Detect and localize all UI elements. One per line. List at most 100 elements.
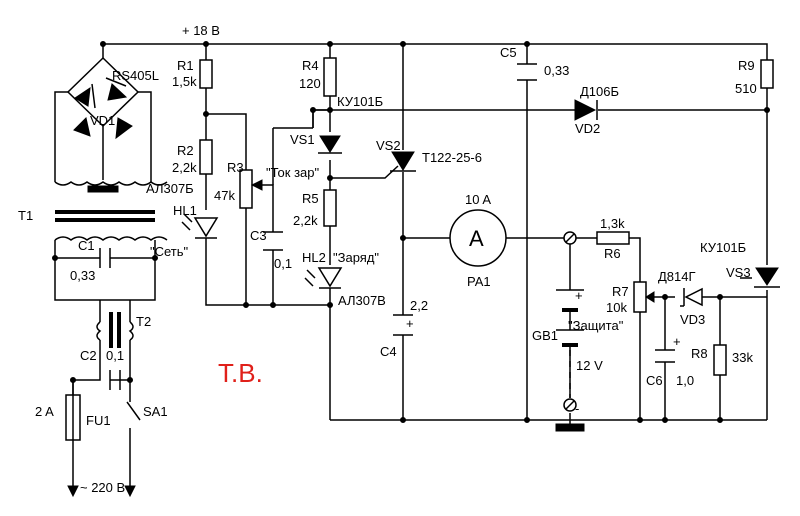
labels: + 18 В RS405L VD1 T1 C1 0,33 T2 C2 0,1 2… bbox=[18, 23, 757, 495]
capacitor-c3 bbox=[263, 231, 283, 251]
author-signature: Т.В. bbox=[218, 358, 263, 388]
r7-caption: "Защита" bbox=[568, 318, 624, 333]
junctions bbox=[52, 41, 770, 423]
r3-caption: "Ток зар" bbox=[266, 165, 319, 180]
hl2-ref: HL2 bbox=[302, 250, 326, 265]
mains-arrow-left bbox=[67, 485, 79, 498]
capacitor-c6 bbox=[655, 349, 675, 363]
switch-ref: SA1 bbox=[143, 404, 168, 419]
c3-ref: C3 bbox=[250, 228, 267, 243]
r9-ref: R9 bbox=[738, 58, 755, 73]
r5-value: 2,2k bbox=[293, 213, 318, 228]
resistor-r5 bbox=[323, 189, 337, 227]
capacitor-c5 bbox=[517, 63, 537, 81]
hl1-ref: HL1 bbox=[173, 203, 197, 218]
gb1-voltage: 12 V bbox=[576, 358, 603, 373]
pa1-ref: PA1 bbox=[467, 274, 491, 289]
c1-value: 0,33 bbox=[70, 268, 95, 283]
transformer-t2 bbox=[96, 312, 134, 348]
ground-bar bbox=[555, 423, 585, 432]
c3-value: 0,1 bbox=[274, 256, 292, 271]
c4-value: 2,2 bbox=[410, 298, 428, 313]
r5-ref: R5 bbox=[302, 191, 319, 206]
resistor-r8 bbox=[713, 344, 727, 376]
gb1-plus: + bbox=[575, 288, 583, 303]
resistor-r2 bbox=[199, 139, 213, 175]
r7-value: 10k bbox=[606, 300, 627, 315]
vs3-part: КУ101Б bbox=[700, 240, 746, 255]
r4-value: 120 bbox=[299, 76, 321, 91]
wires bbox=[54, 43, 768, 488]
resistor-r6 bbox=[596, 231, 630, 245]
r6-value: 1,3k bbox=[600, 216, 625, 231]
capacitor-c4 bbox=[393, 314, 413, 336]
bridge-vd1 bbox=[73, 77, 133, 140]
terminal-minus bbox=[563, 398, 577, 412]
r6-ref: R6 bbox=[604, 246, 621, 261]
vd3-ref: VD3 bbox=[680, 312, 705, 327]
mains-label: ~ 220 В bbox=[80, 480, 125, 495]
fuse-rating: 2 A bbox=[35, 404, 54, 419]
hl1-part: АЛ307Б bbox=[146, 181, 194, 196]
r4-ref: R4 bbox=[302, 58, 319, 73]
thyristor-vs3 bbox=[754, 267, 780, 288]
t2-label: T2 bbox=[136, 314, 151, 329]
r1-ref: R1 bbox=[177, 58, 194, 73]
resistor-r4 bbox=[323, 57, 337, 97]
capacitor-c2 bbox=[109, 370, 121, 390]
pa1-range: 10 A bbox=[465, 192, 491, 207]
thyristor-vs2 bbox=[390, 151, 416, 172]
capacitor-c1 bbox=[99, 248, 111, 268]
c6-ref: C6 bbox=[646, 373, 663, 388]
bridge-ref: VD1 bbox=[90, 113, 115, 128]
potentiometer-r7 bbox=[633, 281, 655, 313]
r1-value: 1,5k bbox=[172, 74, 197, 89]
r7-ref: R7 bbox=[612, 284, 629, 299]
potentiometer-r3 bbox=[239, 169, 263, 209]
vs3-ref: VS3 bbox=[726, 265, 751, 280]
c5-ref: C5 bbox=[500, 45, 517, 60]
supply-voltage-label: + 18 В bbox=[182, 23, 220, 38]
terminal-plus bbox=[563, 231, 577, 245]
vs1-part: КУ101Б bbox=[337, 94, 383, 109]
hl2-part: АЛ307В bbox=[338, 293, 386, 308]
r9-value: 510 bbox=[735, 81, 757, 96]
vs2-part: Т122-25-6 bbox=[422, 150, 482, 165]
vd2-ref: VD2 bbox=[575, 121, 600, 136]
c4-ref: C4 bbox=[380, 344, 397, 359]
zener-vd3 bbox=[680, 287, 703, 307]
resistor-r1 bbox=[199, 59, 213, 89]
gb1-ref: GB1 bbox=[532, 328, 558, 343]
pa1-symbol: A bbox=[469, 226, 484, 251]
mains-arrow-right bbox=[124, 485, 136, 498]
vs1-ref: VS1 bbox=[290, 132, 315, 147]
r8-ref: R8 bbox=[691, 346, 708, 361]
hl1-caption: "Сеть" bbox=[150, 244, 189, 259]
t1-label: T1 bbox=[18, 208, 33, 223]
r2-ref: R2 bbox=[177, 143, 194, 158]
c2-value: 0,1 bbox=[106, 348, 124, 363]
vd2-part: Д106Б bbox=[580, 84, 619, 99]
fuse-ref: FU1 bbox=[86, 413, 111, 428]
c4-plus: + bbox=[406, 316, 414, 331]
bridge-part: RS405L bbox=[112, 68, 159, 83]
resistor-r9 bbox=[760, 59, 774, 89]
battery-gb1 bbox=[556, 289, 584, 398]
c2-ref: C2 bbox=[80, 348, 97, 363]
led-hl1 bbox=[181, 213, 219, 239]
thyristor-vs1 bbox=[318, 135, 342, 154]
r2-value: 2,2k bbox=[172, 160, 197, 175]
vd3-part: Д814Г bbox=[658, 269, 696, 284]
diode-vd2 bbox=[574, 99, 598, 121]
c1-ref: C1 bbox=[78, 238, 95, 253]
ammeter-pa1 bbox=[449, 209, 507, 267]
c5-value: 0,33 bbox=[544, 63, 569, 78]
gb1-minus: - bbox=[575, 401, 579, 416]
r8-value: 33k bbox=[732, 350, 753, 365]
r3-ref: R3 bbox=[227, 160, 244, 175]
c6-plus: + bbox=[673, 334, 681, 349]
hl2-caption: "Заряд" bbox=[333, 250, 379, 265]
led-hl2 bbox=[304, 267, 343, 289]
r3-value: 47k bbox=[214, 188, 235, 203]
